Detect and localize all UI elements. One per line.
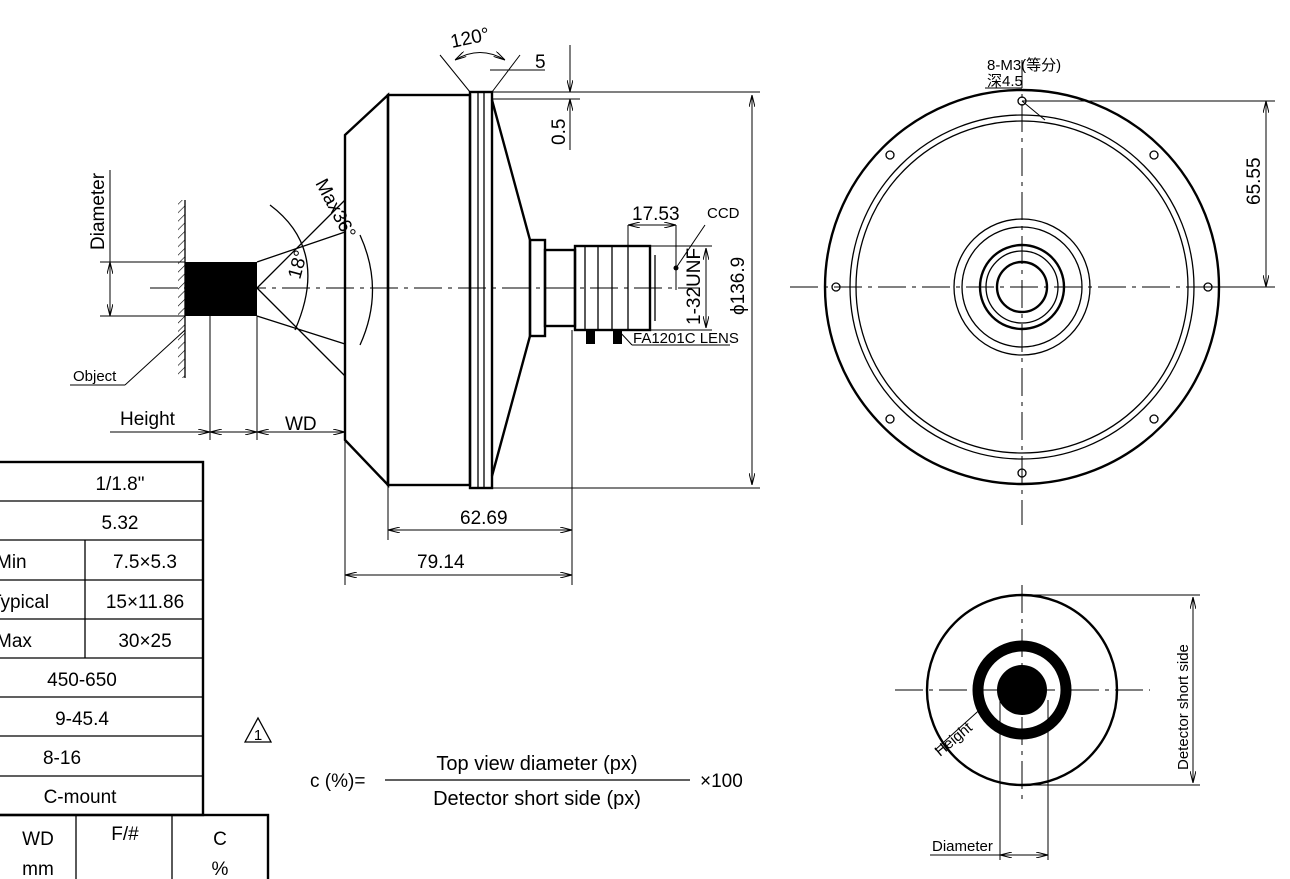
lens-knob (586, 330, 595, 344)
top-view: Detector short side Height Diameter (895, 585, 1200, 860)
depth-label: 深4.5 (987, 73, 1023, 90)
max-angle-label: Max36° (311, 175, 360, 242)
thread-label: 1-32UNF (684, 248, 705, 325)
header-c: C (213, 829, 227, 850)
formula: c (%)= Top view diameter (px) Detector s… (310, 753, 743, 810)
spec-sub-label: Max (0, 631, 32, 652)
body-housing (386, 93, 472, 487)
ccd-label: CCD (707, 205, 740, 222)
diameter-label: Diameter (88, 172, 109, 250)
spec-sensor-format: 1/1.8" (95, 474, 144, 495)
header-f-number: F/# (111, 824, 139, 845)
spec-value: C-mount (44, 787, 118, 808)
detector-short-side-label: Detector short side (1175, 644, 1192, 770)
formula-multiplier: ×100 (700, 771, 743, 792)
perf-table: WD mm F/# C % (0, 813, 270, 879)
front-cone (343, 92, 390, 488)
svg-text:1: 1 (254, 727, 262, 744)
height-ring (972, 640, 1072, 740)
dim-17-53-label: 17.53 (632, 204, 680, 225)
spec-sub-label: Typical (0, 592, 49, 613)
spec-value: 15×11.86 (106, 592, 184, 613)
lens-label: FA1201C LENS (633, 330, 739, 347)
wd-label: WD (285, 414, 317, 435)
spec-value: 9-45.4 (55, 709, 109, 730)
spec-value: 30×25 (118, 631, 171, 652)
outer-diameter-label: ϕ136.9 (728, 257, 749, 315)
spec-value: 5.32 (102, 513, 139, 534)
object-wall-hatch (178, 200, 185, 378)
note-marker: 1 (243, 716, 273, 744)
dim-79-14-label: 79.14 (417, 552, 465, 573)
angle-arc (269, 204, 309, 331)
formula-lhs: c (%)= (310, 771, 365, 792)
header-wd: WD (22, 829, 54, 850)
spec-value: 8-16 (43, 748, 81, 769)
header-c-unit: % (212, 859, 229, 879)
flange (468, 90, 494, 490)
height-label: Height (120, 409, 176, 430)
object-block (185, 262, 257, 316)
spec-value: 450-650 (47, 670, 117, 691)
header-wd-unit: mm (22, 859, 54, 879)
spec-table: 1/1.8" 5.32 Min 7.5×5.3 Typical 15×11.86… (0, 460, 205, 817)
spec-sub-label: Min (0, 552, 27, 573)
lens-knob (613, 330, 622, 344)
angle-120-label: 120° (449, 24, 492, 53)
dim-5-label: 5 (535, 52, 546, 73)
dim-62-69-label: 62.69 (460, 508, 508, 529)
object-label: Object (73, 368, 117, 385)
holes-label: 8-M3(等分) (987, 56, 1061, 74)
diameter-disc (997, 665, 1047, 715)
diameter-label: Diameter (932, 838, 993, 855)
dim-65-55-label: 65.55 (1244, 157, 1265, 205)
height-label: Height (932, 719, 977, 760)
spec-value: 7.5×5.3 (113, 552, 177, 573)
formula-denominator: Detector short side (px) (433, 788, 641, 810)
triangle-icon (243, 716, 273, 743)
front-view: 8-M3(等分) 深4.5 65.55 (790, 56, 1275, 525)
dim-0-5-label: 0.5 (549, 119, 570, 145)
formula-numerator: Top view diameter (px) (436, 753, 637, 775)
